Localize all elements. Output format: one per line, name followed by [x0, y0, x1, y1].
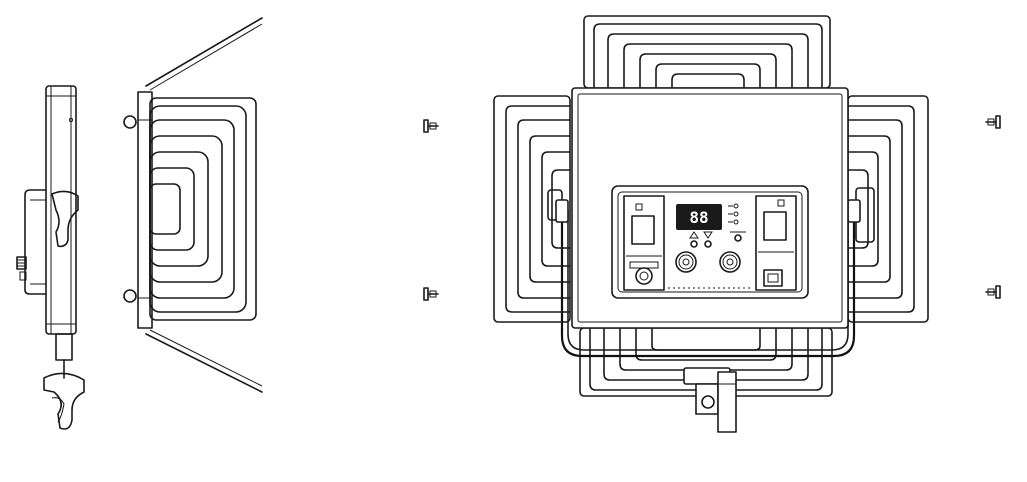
rotary-knob-left[interactable]: [675, 251, 697, 273]
screw-bottom-right: [985, 285, 1001, 299]
power-switch[interactable]: [763, 269, 783, 287]
segment-display: [676, 204, 722, 230]
mode-button[interactable]: [734, 234, 742, 242]
triangle-up-icon[interactable]: [689, 231, 699, 239]
mount-bracket: [683, 367, 737, 433]
side-view: [16, 17, 263, 430]
screw-bottom-left: [423, 287, 439, 301]
barndoor-left: [493, 95, 571, 323]
rotary-knob-right[interactable]: [719, 251, 741, 273]
screw-top-right: [985, 115, 1001, 129]
control-panel: 88: [611, 185, 809, 299]
rotary-knob-icon: [675, 251, 697, 273]
battery-plate-right: [755, 195, 797, 291]
battery-plate-left: [623, 195, 665, 291]
display-readout: 88: [689, 208, 708, 227]
down-button[interactable]: [704, 240, 712, 248]
up-button[interactable]: [690, 240, 698, 248]
rotary-knob-icon: [719, 251, 741, 273]
triangle-down-icon[interactable]: [703, 231, 713, 239]
display-module: 88: [668, 203, 752, 289]
barndoor-top: [583, 15, 831, 89]
screw-top-left: [423, 119, 439, 133]
rear-view: 88: [493, 15, 929, 433]
